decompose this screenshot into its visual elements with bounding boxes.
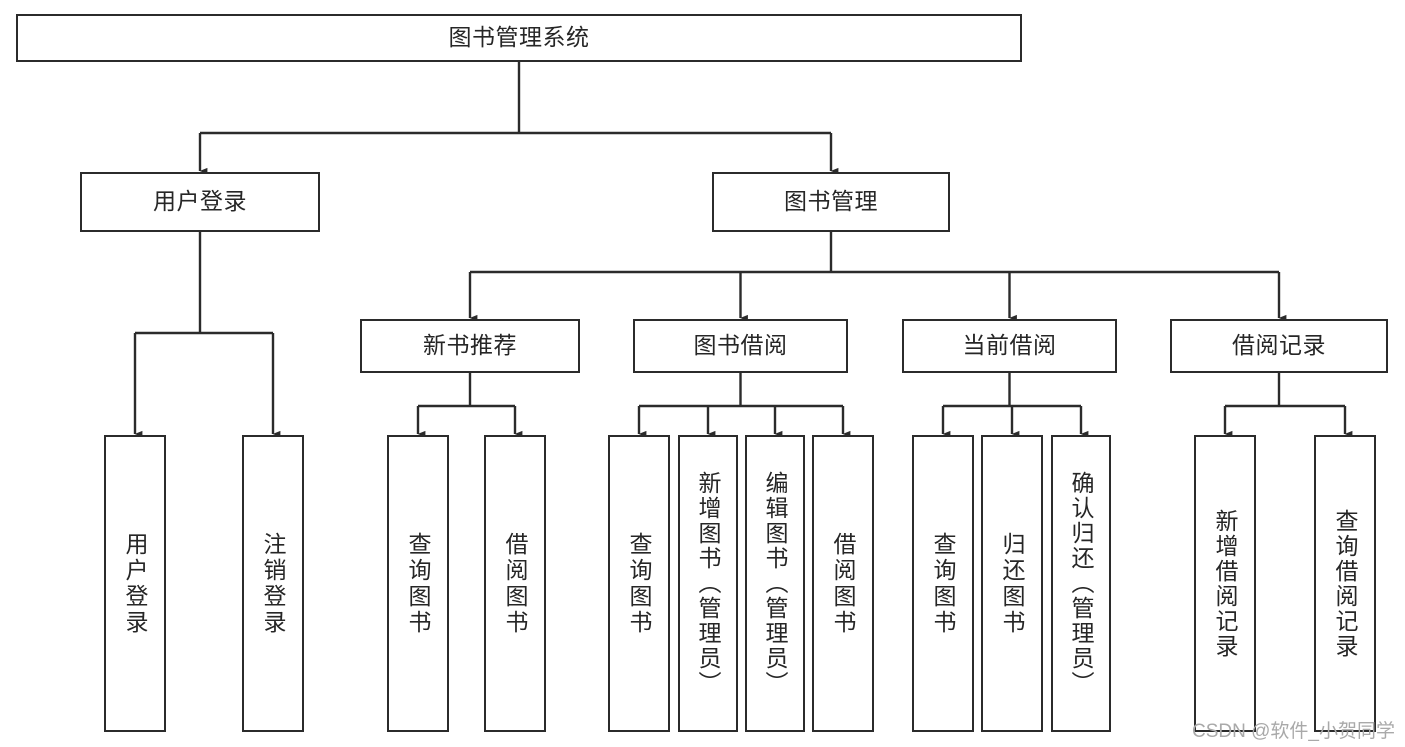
node-l3-current-borrow[interactable]: 当前借阅 [902,319,1117,373]
node-l3-new-book-rec[interactable]: 新书推荐 [360,319,580,373]
node-leaf-borrow-book-2[interactable]: 借阅图书 [812,435,874,732]
node-label: 新增图书（管理员） [695,471,722,696]
node-leaf-query-book-1[interactable]: 查询图书 [387,435,449,732]
node-l2-book-manage[interactable]: 图书管理 [712,172,950,232]
node-label: 用户登录 [122,531,149,636]
node-label: 编辑图书（管理员） [762,471,789,696]
node-root[interactable]: 图书管理系统 [16,14,1022,62]
node-label: 新增借阅记录 [1212,508,1239,659]
node-label: 新书推荐 [423,332,517,359]
node-leaf-borrow-book-1[interactable]: 借阅图书 [484,435,546,732]
node-label: 确认归还（管理员） [1068,471,1095,696]
node-leaf-return-book[interactable]: 归还图书 [981,435,1043,732]
node-l3-book-borrow[interactable]: 图书借阅 [633,319,848,373]
node-label: 图书借阅 [693,332,788,359]
node-label: 归还图书 [999,531,1026,636]
node-l2-user-login[interactable]: 用户登录 [80,172,320,232]
node-label: 用户登录 [153,188,247,215]
node-label: 查询借阅记录 [1332,508,1359,659]
node-leaf-add-book-admin[interactable]: 新增图书（管理员） [678,435,738,732]
node-label: 图书管理系统 [448,24,590,51]
node-label: 当前借阅 [962,332,1057,359]
node-leaf-logout[interactable]: 注销登录 [242,435,304,732]
node-label: 借阅记录 [1232,332,1326,359]
node-label: 查询图书 [405,531,432,636]
watermark-text: CSDN @软件_小贺同学 [1192,721,1395,742]
node-leaf-user-login[interactable]: 用户登录 [104,435,166,732]
node-label: 注销登录 [260,531,287,636]
node-l3-borrow-record[interactable]: 借阅记录 [1170,319,1388,373]
node-leaf-edit-book-admin[interactable]: 编辑图书（管理员） [745,435,805,732]
node-leaf-confirm-return-admin[interactable]: 确认归还（管理员） [1051,435,1111,732]
node-label: 借阅图书 [502,531,529,636]
node-leaf-query-book-3[interactable]: 查询图书 [912,435,974,732]
node-label: 查询图书 [930,531,957,636]
node-leaf-query-book-2[interactable]: 查询图书 [608,435,670,732]
node-leaf-query-borrow-record[interactable]: 查询借阅记录 [1314,435,1376,732]
node-leaf-add-borrow-record[interactable]: 新增借阅记录 [1194,435,1256,732]
node-label: 借阅图书 [830,531,857,636]
node-label: 图书管理 [784,188,878,215]
node-label: 查询图书 [626,531,653,636]
